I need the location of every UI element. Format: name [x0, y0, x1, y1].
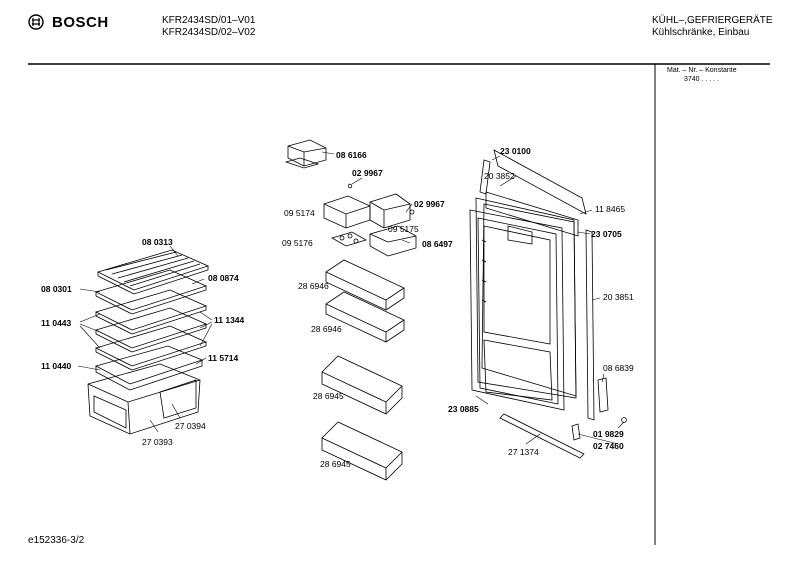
- part-label-286945-b: 28 6945: [320, 459, 351, 469]
- part-label-286946-a: 28 6946: [298, 281, 329, 291]
- part-label-270393: 27 0393: [142, 437, 173, 447]
- part-label-230100: 23 0100: [500, 146, 531, 156]
- brand-logo: [28, 14, 44, 30]
- leader-lines-middle: [321, 151, 413, 244]
- part-label-080874: 08 0874: [208, 273, 239, 283]
- part-label-230885: 23 0885: [448, 404, 479, 414]
- part-label-286946-b: 28 6946: [311, 324, 342, 334]
- part-label-271374: 27 1374: [508, 447, 539, 457]
- part-label-095176: 09 5176: [282, 238, 313, 248]
- material-number-heading: Mat. – Nr. – Konstante: [667, 67, 737, 74]
- part-label-027460: 02 7460: [593, 441, 624, 451]
- door-accessories: [284, 139, 417, 481]
- part-label-019829: 01 9829: [593, 429, 624, 439]
- crisper-drawers: [87, 363, 201, 435]
- part-label-111344: 11 1344: [214, 315, 245, 325]
- part-label-086166: 08 6166: [336, 150, 367, 160]
- material-number-value: 3740 . . . . .: [684, 76, 720, 83]
- part-label-110440: 11 0440: [41, 361, 72, 371]
- part-label-203851: 20 3851: [603, 292, 634, 302]
- category-title: KÜHL–,GEFRIERGERÄTE: [652, 15, 773, 26]
- glass-shelves: [94, 249, 210, 391]
- leader-lines-right: [475, 155, 625, 445]
- model-number-2: KFR2434SD/02–V02: [162, 27, 256, 38]
- part-label-029967-top: 02 9967: [352, 168, 383, 178]
- category-subtitle: Kühlschränke, Einbau: [652, 27, 750, 38]
- part-label-118465: 11 8465: [595, 204, 626, 214]
- frame-lines: [28, 63, 770, 545]
- part-label-230705: 23 0705: [591, 229, 622, 239]
- part-label-286945-a: 28 6945: [313, 391, 344, 401]
- part-label-095174: 09 5174: [284, 208, 315, 218]
- part-label-086839: 08 6839: [603, 363, 634, 373]
- part-label-110443: 11 0443: [41, 318, 72, 328]
- part-label-095175: 09 5175: [388, 224, 419, 234]
- part-label-203852: 20 3852: [484, 171, 515, 181]
- bosch-logo-icon: [28, 14, 44, 30]
- part-label-029967-right: 02 9967: [414, 199, 445, 209]
- part-label-270394: 27 0394: [175, 421, 206, 431]
- part-label-080301: 08 0301: [41, 284, 72, 294]
- model-number-1: KFR2434SD/01–V01: [162, 15, 256, 26]
- part-label-086497: 08 6497: [422, 239, 453, 249]
- part-label-115714: 11 5714: [208, 353, 239, 363]
- brand-name: BOSCH: [52, 14, 109, 31]
- leader-lines-left: [77, 245, 213, 433]
- document-id: e152336-3/2: [28, 535, 85, 546]
- door-assembly: [469, 149, 627, 459]
- part-label-080313: 08 0313: [142, 237, 173, 247]
